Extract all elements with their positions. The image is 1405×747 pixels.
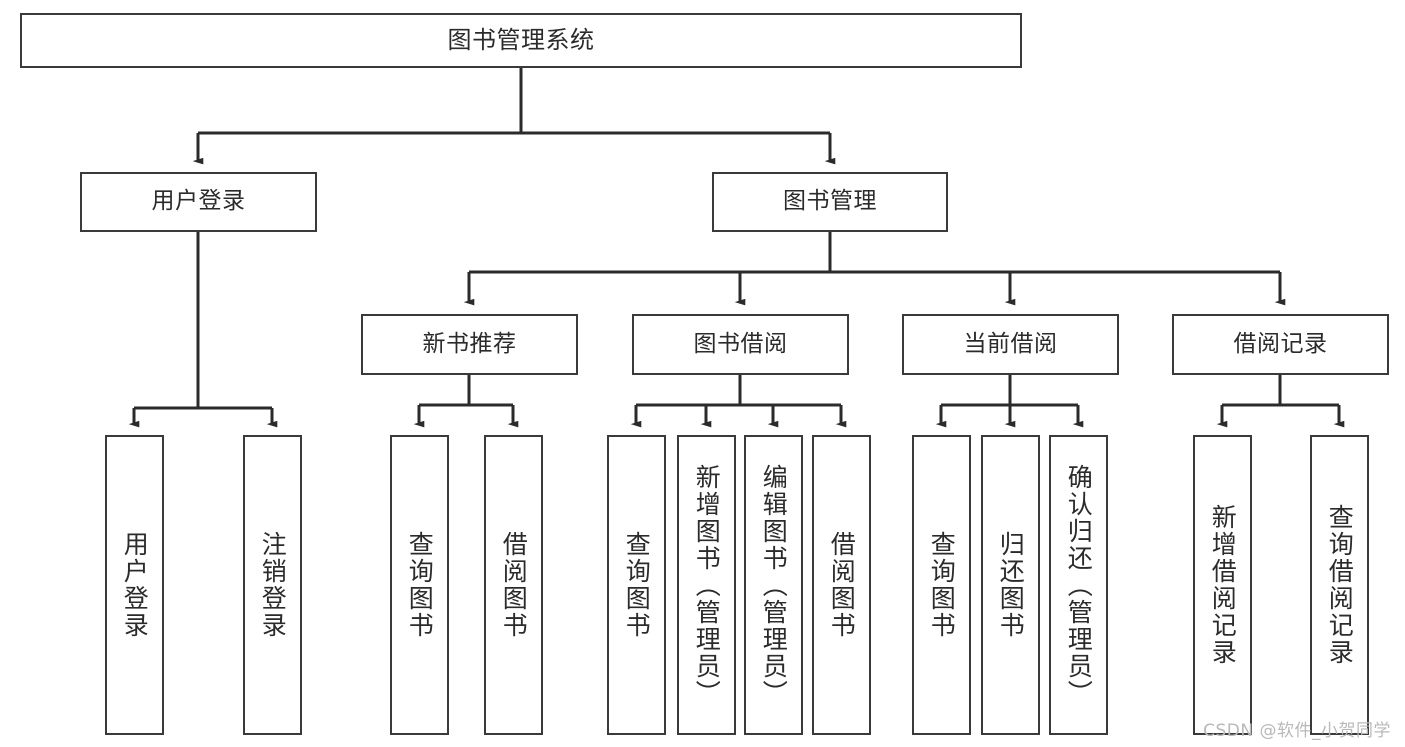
node-label: 编辑图书（管理员）	[759, 463, 789, 707]
node-label: 用户登录	[120, 531, 150, 639]
node-leaf-add-borrow-record[interactable]: 新增借阅记录	[1193, 435, 1252, 735]
node-leaf-query-book-recommend[interactable]: 查询图书	[390, 435, 449, 735]
node-leaf-add-book[interactable]: 新增图书（管理员）	[677, 435, 736, 735]
node-leaf-confirm-return[interactable]: 确认归还（管理员）	[1049, 435, 1108, 735]
node-label: 归还图书	[996, 531, 1026, 639]
node-leaf-logout-login[interactable]: 注销登录	[243, 435, 302, 735]
node-label: 查询图书	[927, 531, 957, 639]
node-label: 新书推荐	[422, 330, 517, 357]
csdn-watermark: CSDN @软件_小贺同学	[1203, 721, 1391, 741]
node-label: 借阅记录	[1233, 330, 1328, 357]
node-leaf-query-borrow-record[interactable]: 查询借阅记录	[1310, 435, 1369, 735]
node-root-book-management-system[interactable]: 图书管理系统	[20, 13, 1022, 68]
node-user-login[interactable]: 用户登录	[80, 172, 317, 232]
node-label: 注销登录	[258, 531, 288, 639]
node-leaf-borrow-book-recommend[interactable]: 借阅图书	[484, 435, 543, 735]
node-leaf-user-login[interactable]: 用户登录	[105, 435, 164, 735]
node-label: 确认归还（管理员）	[1064, 463, 1094, 707]
node-label: 新增借阅记录	[1208, 504, 1238, 666]
node-label: 借阅图书	[499, 531, 529, 639]
node-leaf-query-book-current[interactable]: 查询图书	[912, 435, 971, 735]
node-borrow-record[interactable]: 借阅记录	[1172, 314, 1389, 375]
node-book-borrow[interactable]: 图书借阅	[632, 314, 849, 375]
node-current-borrow[interactable]: 当前借阅	[902, 314, 1119, 375]
node-book-management[interactable]: 图书管理	[712, 172, 948, 232]
node-label: 图书管理	[783, 188, 877, 215]
node-leaf-query-book-borrow[interactable]: 查询图书	[607, 435, 666, 735]
node-label: 图书管理系统	[447, 26, 595, 55]
node-new-book-recommend[interactable]: 新书推荐	[361, 314, 578, 375]
node-leaf-edit-book[interactable]: 编辑图书（管理员）	[744, 435, 803, 735]
node-label: 查询图书	[622, 531, 652, 639]
node-label: 查询图书	[405, 531, 435, 639]
node-label: 借阅图书	[827, 531, 857, 639]
node-label: 查询借阅记录	[1325, 504, 1355, 666]
node-label: 用户登录	[151, 188, 246, 215]
node-label: 当前借阅	[963, 330, 1058, 357]
node-label: 图书借阅	[693, 330, 788, 357]
node-leaf-borrow-book[interactable]: 借阅图书	[812, 435, 871, 735]
node-leaf-return-book[interactable]: 归还图书	[981, 435, 1040, 735]
node-label: 新增图书（管理员）	[692, 463, 722, 707]
